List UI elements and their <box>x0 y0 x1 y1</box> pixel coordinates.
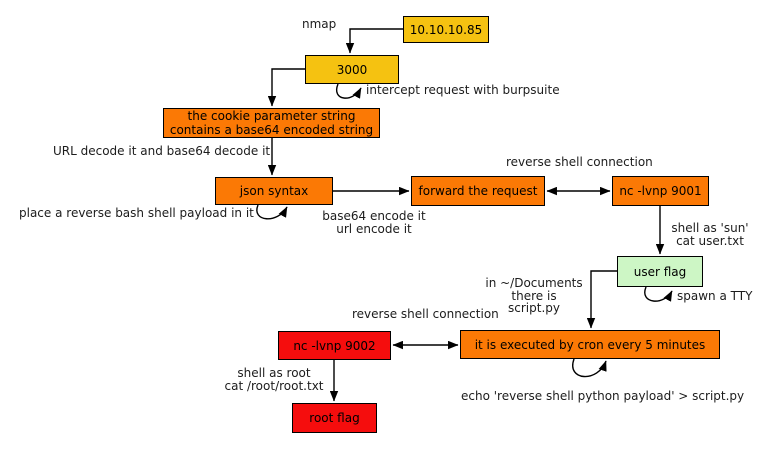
edge-ip-to-port <box>345 28 403 54</box>
node-cron-note: it is executed by cron every 5 minutes <box>460 330 720 359</box>
node-cookie-note: the cookie parameter string contains a b… <box>163 108 380 138</box>
node-forward-request: forward the request <box>411 176 545 206</box>
edge-port-self-loop <box>335 83 362 99</box>
label-encode: base64 encode it url encode it <box>322 209 426 236</box>
edge-json-self-loop <box>256 204 288 220</box>
node-user-flag: user flag <box>617 256 703 287</box>
label-place-payload: place a reverse bash shell payload in it <box>19 206 254 220</box>
label-intercept-burpsuite: intercept request with burpsuite <box>366 83 560 97</box>
node-nc-9002: nc -lvnp 9002 <box>278 331 391 360</box>
label-spawn-tty: spawn a TTY <box>677 289 753 303</box>
node-nc-9001: nc -lvnp 9001 <box>612 176 709 206</box>
label-reverse-shell-bottom: reverse shell connection <box>352 307 499 321</box>
edge-userflag-self-loop <box>644 286 673 302</box>
label-shell-as-root: shell as root cat /root/root.txt <box>224 366 324 393</box>
label-shell-as-sun: shell as 'sun' cat user.txt <box>671 221 749 248</box>
edge-userflag-to-cron <box>586 270 617 329</box>
label-echo-payload: echo 'reverse shell python payload' > sc… <box>461 389 745 403</box>
label-reverse-shell-top: reverse shell connection <box>506 155 653 169</box>
edge-cron-self-loop <box>572 358 607 378</box>
node-json-syntax: json syntax <box>215 177 333 205</box>
label-nmap: nmap <box>302 17 337 31</box>
label-documents-script: in ~/Documents there is script.py <box>485 276 583 315</box>
node-root-flag: root flag <box>292 403 377 433</box>
node-target-ip: 10.10.10.85 <box>403 16 489 43</box>
node-port-3000: 3000 <box>305 55 399 84</box>
edge-port-to-cookie <box>267 68 305 107</box>
label-url-decode: URL decode it and base64 decode it <box>53 144 271 158</box>
